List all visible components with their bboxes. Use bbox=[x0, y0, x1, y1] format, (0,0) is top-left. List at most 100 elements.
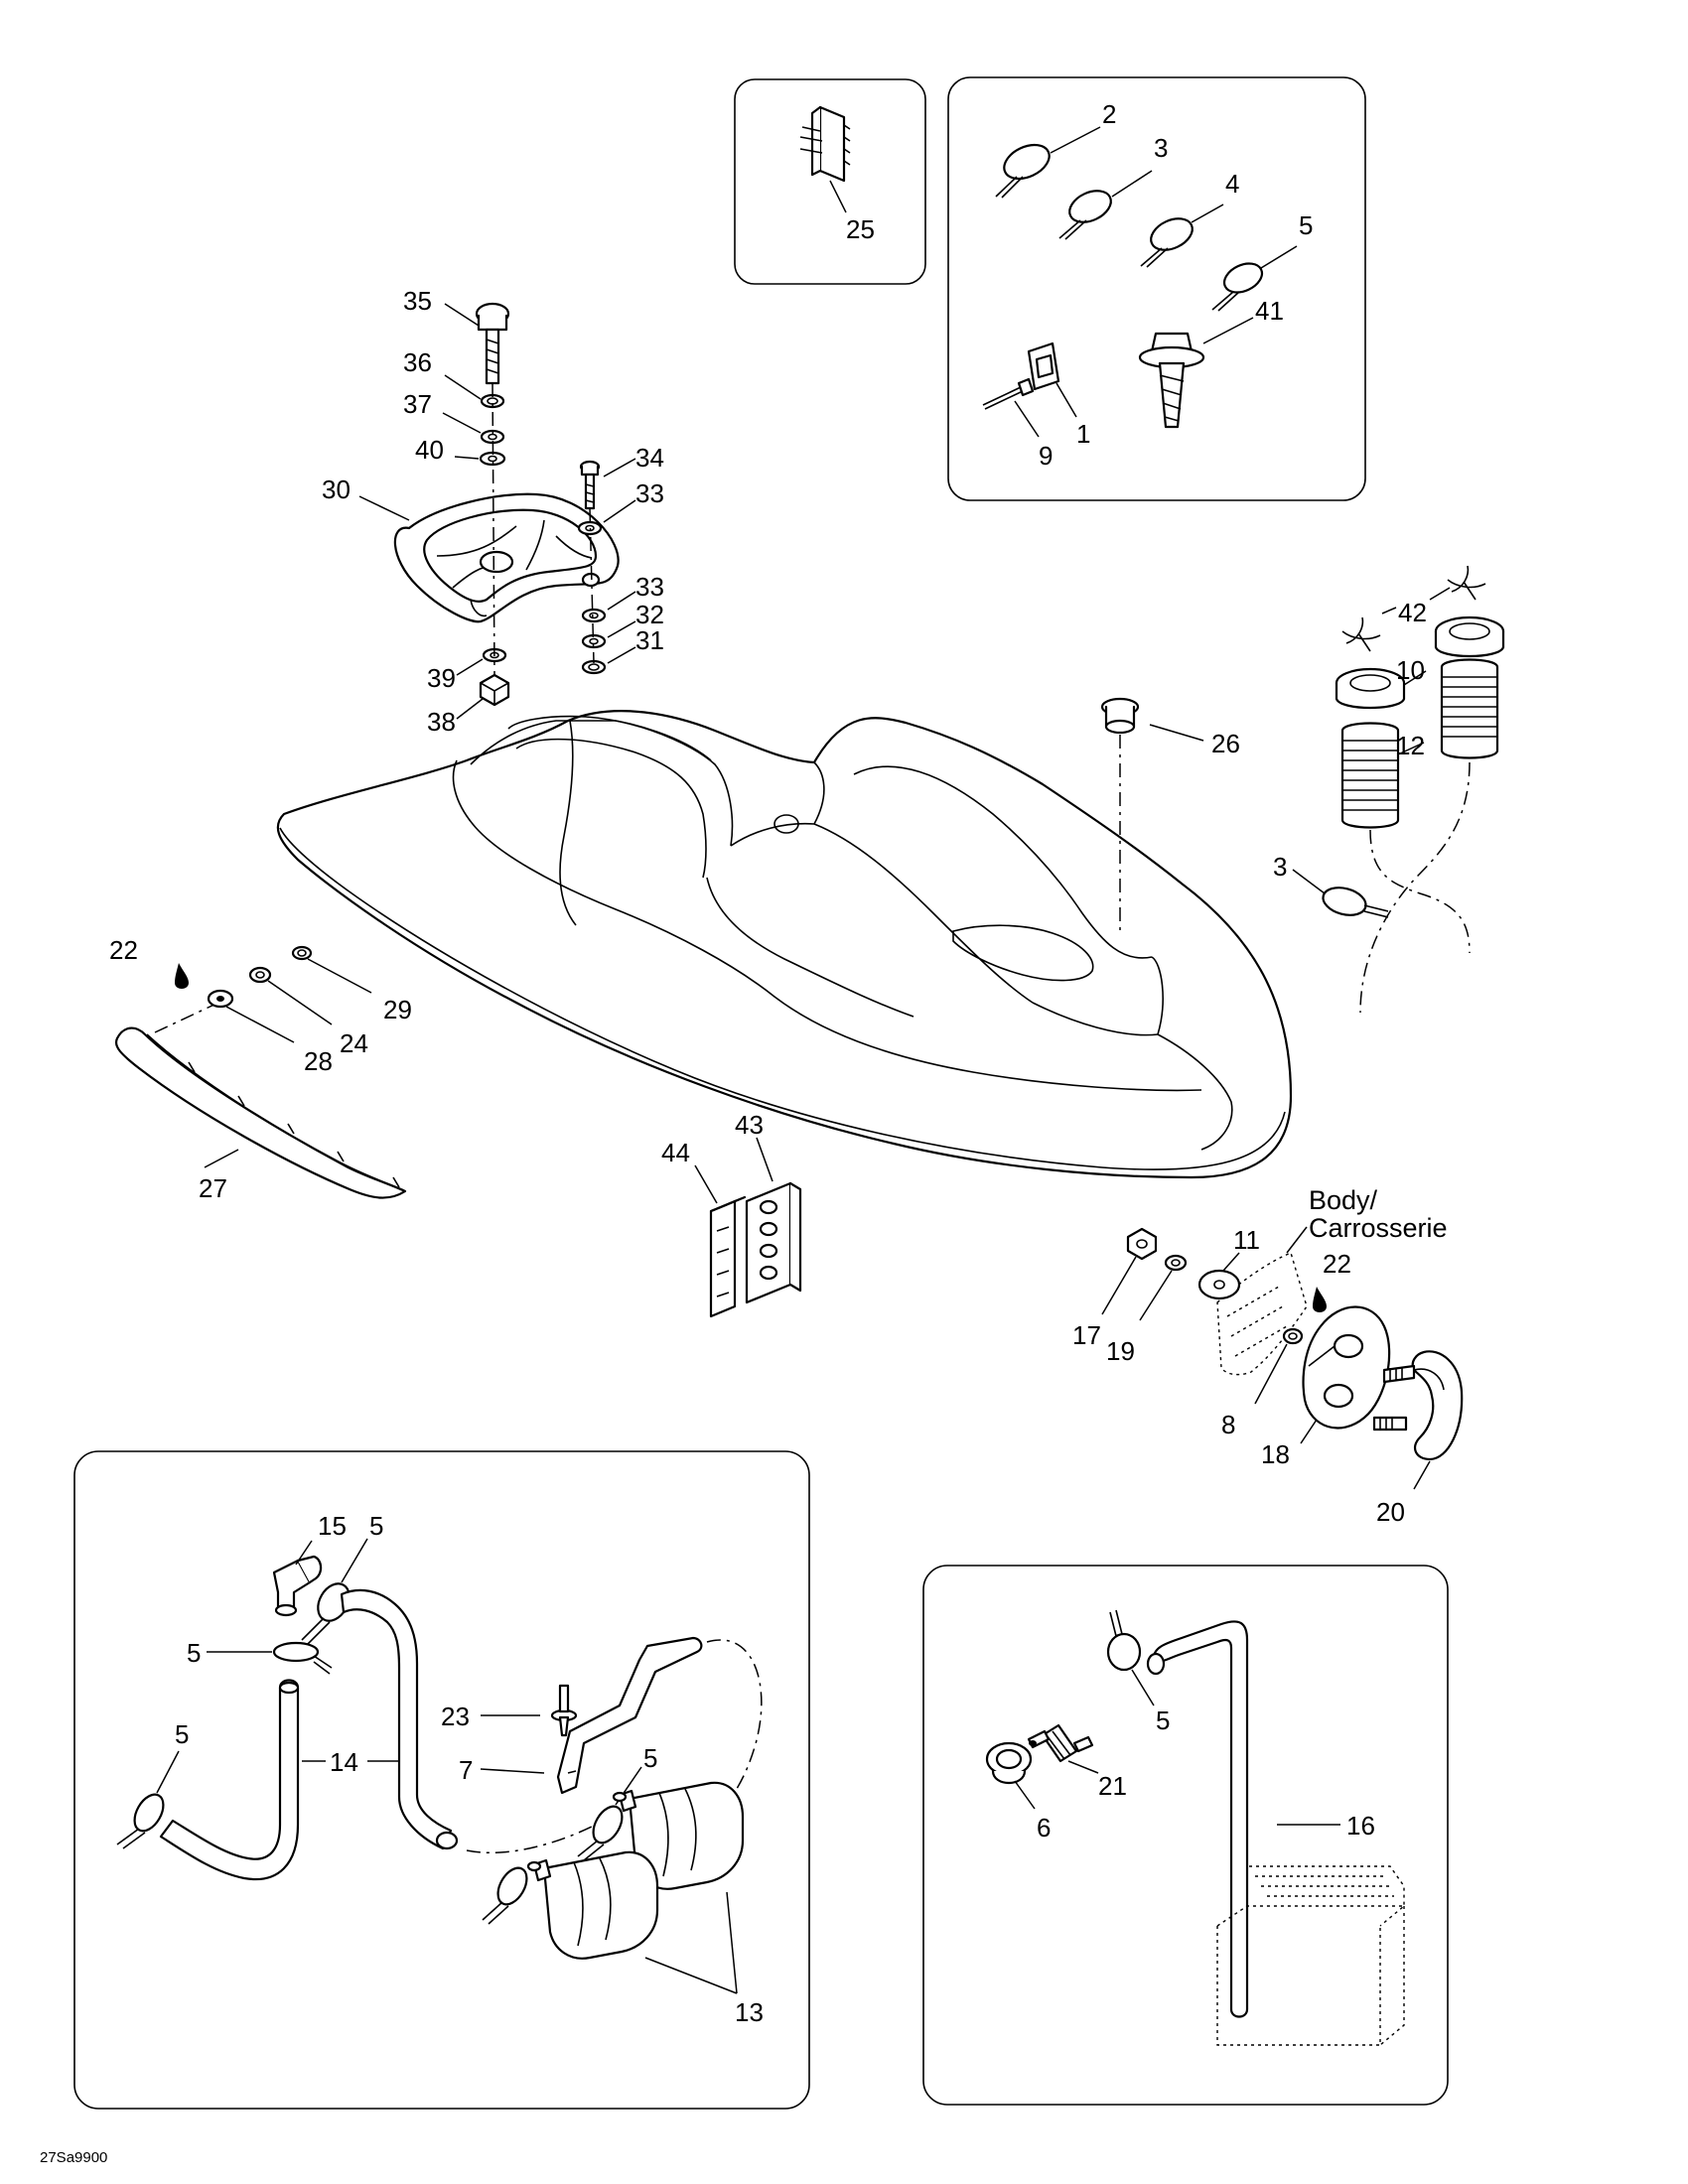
washer-24 bbox=[248, 966, 272, 984]
callout-2: 2 bbox=[1102, 99, 1116, 129]
clip-nut-1 bbox=[1027, 341, 1060, 391]
washer-28 bbox=[207, 989, 234, 1009]
washer-11 bbox=[1197, 1269, 1241, 1300]
rivet-23 bbox=[550, 1684, 578, 1737]
washer-33a bbox=[577, 520, 603, 536]
callout-41: 41 bbox=[1255, 296, 1284, 326]
callout-22a: 22 bbox=[109, 935, 138, 965]
bow-plug-26 bbox=[1100, 697, 1140, 735]
callout-5f: 5 bbox=[1156, 1706, 1170, 1735]
bolt-34 bbox=[579, 460, 601, 510]
callout-27: 27 bbox=[199, 1173, 227, 1203]
sealant-drop-22a bbox=[175, 963, 189, 989]
callout-33a: 33 bbox=[635, 478, 664, 508]
retainer-42a bbox=[1341, 616, 1381, 652]
bracket-7 bbox=[556, 1636, 703, 1795]
callout-36: 36 bbox=[403, 347, 432, 377]
grab-handle-30 bbox=[393, 492, 620, 623]
callout-37: 37 bbox=[403, 389, 432, 419]
retainer-42b bbox=[1447, 565, 1486, 601]
callout-3a: 3 bbox=[1154, 133, 1168, 163]
callout-8: 8 bbox=[1221, 1410, 1235, 1439]
tie-wrap-5f bbox=[482, 1866, 528, 1925]
tie-wrap-5e bbox=[577, 1805, 624, 1861]
callout-3b: 3 bbox=[1273, 852, 1287, 882]
body-section-outline bbox=[1216, 1252, 1308, 1376]
callout-14: 14 bbox=[330, 1747, 358, 1777]
callout-11: 11 bbox=[1233, 1225, 1260, 1255]
callout-19: 19 bbox=[1106, 1336, 1135, 1366]
callout-16: 16 bbox=[1346, 1811, 1375, 1841]
callout-29: 29 bbox=[383, 995, 412, 1024]
vent-fitting-6 bbox=[985, 1741, 1033, 1785]
callout-17: 17 bbox=[1072, 1320, 1101, 1350]
connector-housing-43 bbox=[745, 1181, 802, 1304]
grommet-10a bbox=[1335, 667, 1406, 710]
tie-wrap-5 bbox=[1211, 262, 1264, 312]
battery-outline bbox=[1216, 1865, 1406, 2046]
washer-33b bbox=[581, 608, 607, 623]
vent-tube-16 bbox=[1146, 1620, 1249, 2018]
fastener-clip-25 bbox=[799, 105, 851, 183]
washer-8 bbox=[1282, 1327, 1304, 1345]
callout-25: 25 bbox=[846, 214, 875, 244]
callout-33b: 33 bbox=[635, 572, 664, 602]
push-rivet-9 bbox=[982, 377, 1035, 410]
grommet-10b bbox=[1434, 615, 1505, 658]
callout-44: 44 bbox=[661, 1138, 690, 1167]
connector-housing-44 bbox=[709, 1195, 747, 1318]
panel-battery-vent bbox=[922, 1565, 1449, 2106]
callout-4: 4 bbox=[1225, 169, 1239, 199]
callout-13: 13 bbox=[735, 1997, 764, 2027]
callout-10: 10 bbox=[1396, 655, 1425, 685]
callout-32: 32 bbox=[635, 600, 664, 629]
callout-34: 34 bbox=[635, 443, 664, 473]
screw-41 bbox=[1138, 332, 1205, 429]
hull-body bbox=[276, 710, 1293, 1179]
callout-18: 18 bbox=[1261, 1439, 1290, 1469]
bellows-12b bbox=[1440, 658, 1499, 759]
callout-28: 28 bbox=[304, 1046, 333, 1076]
callout-23: 23 bbox=[441, 1702, 470, 1731]
tie-wrap-2 bbox=[995, 143, 1051, 199]
tie-wrap-3 bbox=[1058, 190, 1112, 240]
washer-19 bbox=[1164, 1254, 1188, 1272]
callout-5a: 5 bbox=[1299, 210, 1313, 240]
tie-wrap-4 bbox=[1140, 217, 1194, 268]
callout-42: 42 bbox=[1398, 598, 1427, 627]
callout-5d: 5 bbox=[175, 1719, 189, 1749]
callout-38: 38 bbox=[427, 707, 456, 737]
callout-21: 21 bbox=[1098, 1771, 1127, 1801]
panel-fuel-tank-lines bbox=[73, 1450, 810, 2110]
check-valve-21 bbox=[1027, 1723, 1094, 1763]
callout-7: 7 bbox=[459, 1755, 473, 1785]
callout-15: 15 bbox=[318, 1511, 347, 1541]
callout-22b: 22 bbox=[1323, 1249, 1351, 1279]
callout-30: 30 bbox=[322, 475, 351, 504]
bolt-35 bbox=[475, 302, 510, 385]
callout-35: 35 bbox=[403, 286, 432, 316]
tie-wrap-5c bbox=[272, 1641, 333, 1675]
fuel-hose-14a bbox=[159, 1679, 300, 1881]
callout-40: 40 bbox=[415, 435, 444, 465]
fuel-tank-13b bbox=[526, 1850, 659, 1960]
tie-wrap-5g bbox=[1106, 1609, 1142, 1672]
callout-1: 1 bbox=[1076, 419, 1090, 449]
nut-29 bbox=[291, 945, 313, 961]
callout-24: 24 bbox=[340, 1028, 368, 1058]
callout-43: 43 bbox=[735, 1110, 764, 1140]
sealant-drop-22b bbox=[1313, 1287, 1327, 1312]
panel-tie-wraps bbox=[947, 76, 1366, 501]
sponson-27 bbox=[114, 1026, 407, 1199]
callout-5c: 5 bbox=[187, 1638, 201, 1668]
body-label-line2: Carrosserie bbox=[1309, 1213, 1448, 1243]
body-label-line1: Body/ bbox=[1309, 1185, 1378, 1215]
callout-5e: 5 bbox=[643, 1743, 657, 1773]
callout-6: 6 bbox=[1037, 1813, 1051, 1843]
callout-26: 26 bbox=[1211, 729, 1240, 758]
bellows-12a bbox=[1340, 722, 1400, 829]
fuel-hose-14b bbox=[340, 1588, 459, 1850]
tow-eye-18 bbox=[1302, 1305, 1391, 1430]
callout-31: 31 bbox=[635, 625, 664, 655]
